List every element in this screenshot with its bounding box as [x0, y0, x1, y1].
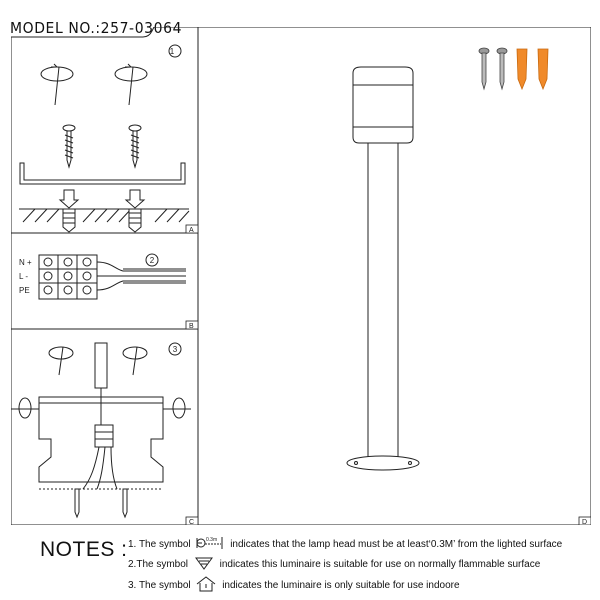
note-2-suffix: indicates this luminaire is suitable for…	[219, 559, 541, 571]
note-1-prefix: 1. The symbol	[128, 539, 191, 551]
lamp-pole	[367, 142, 399, 460]
lamp-base	[346, 455, 420, 471]
instruction-frame: A 1 2 N + L - PE B	[11, 27, 591, 525]
notes-title: NOTES :	[40, 538, 128, 561]
panel-letter-c: C	[189, 519, 194, 525]
screw-right	[128, 124, 142, 169]
distance-symbol-text: 0.3m	[206, 537, 217, 543]
lamp-head	[352, 66, 414, 144]
panel-b	[38, 253, 186, 300]
panel-a	[19, 44, 190, 233]
anchor-icon-2	[537, 48, 549, 91]
panel-letter-d: D	[582, 519, 587, 525]
svg-text:2: 2	[150, 256, 155, 265]
indoor-house-icon	[195, 576, 220, 596]
note-2: 2.The symbol indicates this luminaire is…	[128, 556, 540, 573]
anchor-icon-1	[516, 48, 528, 91]
note-3: 3. The symbol indicates the luminaire is…	[128, 575, 460, 596]
panel-letter-b: B	[189, 323, 194, 330]
distance-symbol-icon: 0.3m	[195, 537, 228, 554]
screw-icon-1	[478, 47, 490, 91]
panel-c	[11, 342, 191, 519]
panel-d	[346, 66, 420, 471]
note-3-suffix: indicates the luminaire is only suitable…	[222, 580, 460, 592]
note-1: 1. The symbol 0.3m indicates that the la…	[128, 535, 562, 554]
frame-outline	[11, 27, 591, 525]
note-3-prefix: 3. The symbol	[128, 580, 191, 592]
note-1-suffix: indicates that the lamp head must be at …	[230, 539, 563, 551]
note-2-prefix: 2.The symbol	[128, 559, 189, 571]
flammable-surface-icon	[193, 557, 218, 573]
svg-text:1: 1	[170, 47, 175, 56]
panel-letter-a: A	[189, 227, 194, 234]
hardware-icons	[478, 47, 549, 91]
screw-left	[62, 124, 76, 169]
wire-label-pe: PE	[19, 286, 30, 295]
wire-label-n: N +	[19, 258, 32, 267]
screw-icon-2	[496, 47, 508, 91]
wire-label-l: L -	[19, 272, 28, 281]
svg-text:3: 3	[173, 345, 178, 354]
model-number: MODEL NO.:257-03064	[10, 19, 183, 37]
